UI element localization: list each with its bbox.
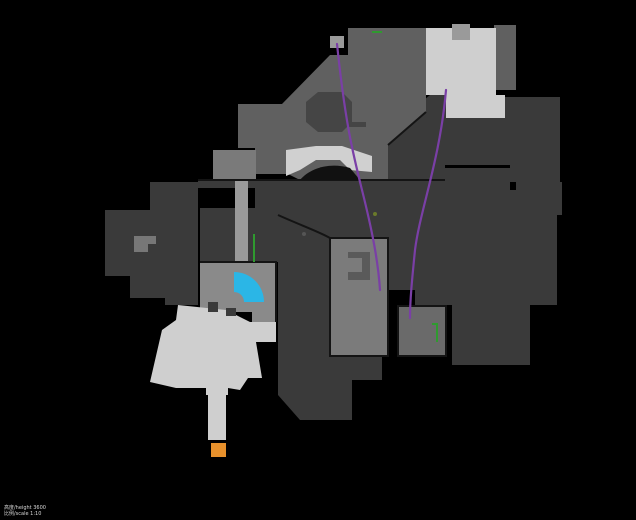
east-annex-floor [516, 182, 562, 215]
green-marker-icon [253, 31, 438, 342]
north-east-floor [388, 95, 560, 182]
south-corridor [208, 392, 226, 440]
plaza-east-wall [387, 111, 427, 146]
east-room-wall [397, 305, 447, 357]
map-legend: 高度/height 3600 比例/scale 1:10 [4, 505, 46, 517]
west-ramp [235, 180, 248, 262]
north-west-ledge [238, 104, 256, 148]
north-east-small-block [452, 24, 470, 40]
waypoint-dot [373, 212, 377, 216]
octagon-tower-arm [348, 122, 366, 127]
arch-hollow [300, 165, 360, 180]
arch-bridge [286, 146, 372, 176]
east-floor [445, 215, 557, 365]
south-west-plaza [150, 305, 276, 395]
objective-zone-icon [234, 272, 264, 302]
plaza-block-a [208, 302, 218, 312]
corridor-south-wall [277, 214, 331, 239]
west-wing-object [134, 236, 156, 252]
courtyard-structure [348, 252, 370, 280]
central-courtyard-floor [330, 238, 388, 356]
corridor-dot [302, 232, 306, 236]
route-east-path [408, 88, 448, 320]
north-small-block [330, 36, 344, 48]
objective-room-wall [200, 261, 277, 322]
north-east-tower [494, 25, 516, 90]
legend-scale: 比例/scale 1:10 [4, 511, 42, 517]
route-path [335, 42, 448, 320]
legend-height: 高度/height 3600 [4, 505, 46, 511]
pale-floor-layer [150, 24, 505, 440]
north-east-courtyard [426, 28, 505, 118]
plaza-block-b [226, 308, 236, 316]
courtyard-wall [329, 237, 389, 357]
courtyard-east-room [398, 306, 446, 356]
mid-floor-layer [200, 25, 516, 356]
spawn-marker-icon [211, 443, 226, 457]
green-marker-east [432, 323, 438, 342]
octagon-tower [306, 92, 352, 132]
north-west-stairs [213, 150, 256, 180]
route-west-path [335, 42, 382, 292]
